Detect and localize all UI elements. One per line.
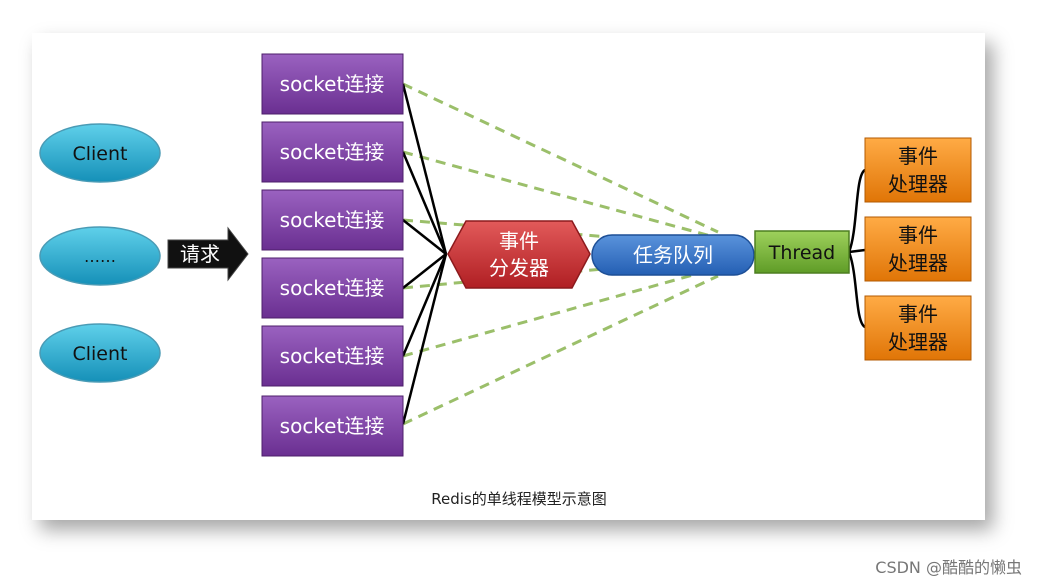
handler-box-1: 事件 处理器 xyxy=(864,137,972,203)
handler-label-line2: 处理器 xyxy=(888,172,948,196)
thread-label: Thread xyxy=(768,242,835,264)
socket-label: socket连接 xyxy=(280,414,385,438)
solid-line-4 xyxy=(402,253,447,289)
socket-box-6: socket连接 xyxy=(261,395,404,457)
handler-line-1 xyxy=(847,168,866,253)
solid-line-5 xyxy=(401,253,448,357)
solid-connections xyxy=(401,83,448,425)
dashed-line-2 xyxy=(402,150,719,240)
dashed-line-5 xyxy=(402,266,719,358)
socket-box-5: socket连接 xyxy=(261,325,404,387)
handler-connections xyxy=(847,168,866,329)
watermark: CSDN @酷酷的懒虫 xyxy=(875,558,1022,577)
request-label: 请求 xyxy=(180,242,220,266)
handler-label-line2: 处理器 xyxy=(888,251,948,275)
solid-line-1 xyxy=(401,83,448,255)
socket-box-4: socket连接 xyxy=(261,257,404,319)
socket-label: socket连接 xyxy=(280,344,385,368)
handler-box-3: 事件 处理器 xyxy=(864,295,972,361)
handler-box-2: 事件 处理器 xyxy=(864,216,972,282)
handler-label-line1: 事件 xyxy=(898,223,938,247)
client-label: …… xyxy=(84,247,116,266)
task-queue: 任务队列 xyxy=(591,234,755,276)
clients: Client …… Client xyxy=(39,123,161,383)
client-node-2: …… xyxy=(39,226,161,286)
dispatcher-label-line1: 事件 xyxy=(499,229,539,253)
dashed-line-1 xyxy=(402,82,719,234)
client-label: Client xyxy=(72,343,127,365)
client-node-3: Client xyxy=(39,323,161,383)
handler-label-line1: 事件 xyxy=(898,302,938,326)
client-node-1: Client xyxy=(39,123,161,183)
socket-label: socket连接 xyxy=(280,72,385,96)
handler-line-3 xyxy=(847,251,866,329)
socket-box-3: socket连接 xyxy=(261,189,404,251)
socket-box-1: socket连接 xyxy=(261,53,404,115)
thread-node: Thread xyxy=(754,230,850,274)
socket-column: socket连接 socket连接 socket连接 socket连接 sock… xyxy=(261,53,404,457)
socket-label: socket连接 xyxy=(280,276,385,300)
request-arrow: 请求 xyxy=(167,226,249,282)
handler-label-line2: 处理器 xyxy=(888,330,948,354)
handler-label-line1: 事件 xyxy=(898,144,938,168)
solid-line-2 xyxy=(401,151,448,255)
socket-box-2: socket连接 xyxy=(261,121,404,183)
solid-line-3 xyxy=(402,219,447,255)
solid-line-6 xyxy=(401,253,448,425)
event-dispatcher: 事件 分发器 xyxy=(447,220,591,289)
client-label: Client xyxy=(72,143,127,165)
event-handlers: 事件 处理器 事件 处理器 事件 处理器 xyxy=(864,137,972,361)
socket-label: socket连接 xyxy=(280,208,385,232)
diagram-caption: Redis的单线程模型示意图 xyxy=(431,490,607,508)
dispatcher-label-line2: 分发器 xyxy=(489,256,549,280)
dashed-line-6 xyxy=(402,274,719,426)
handler-line-2 xyxy=(848,248,866,254)
queue-label: 任务队列 xyxy=(633,243,713,267)
socket-label: socket连接 xyxy=(280,140,385,164)
